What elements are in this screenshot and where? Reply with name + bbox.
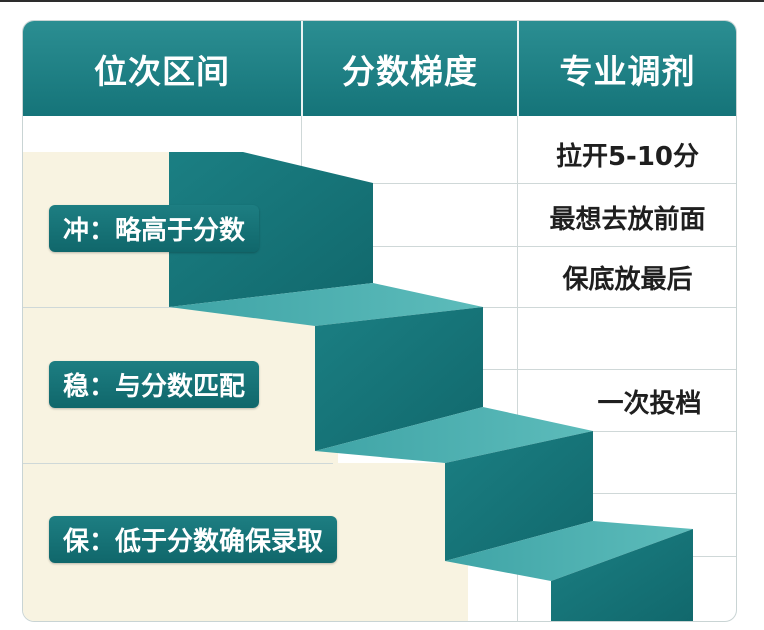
staircase-illustration [169, 152, 693, 621]
stair-step-1-tread [169, 283, 483, 326]
grid-line [593, 493, 736, 494]
top-rule [0, 0, 764, 2]
stair-step-3-front [445, 431, 593, 561]
tier-strategy-card: 位次区间 分数梯度 专业调剂 [22, 20, 737, 622]
header-major-adjustment: 专业调剂 [559, 51, 696, 91]
header-divider [517, 21, 519, 116]
header-divider [301, 21, 303, 116]
grid-line [373, 183, 736, 184]
grid-line [483, 307, 736, 308]
note-safety-last: 保底放最后 [562, 265, 693, 295]
stair-step-1-front [169, 152, 373, 307]
table-header: 位次区间 分数梯度 专业调剂 [23, 21, 736, 116]
grid-line [23, 463, 333, 464]
grid-line [373, 246, 736, 247]
stair-step-2-front [315, 307, 483, 451]
stair-step-4-front [551, 529, 693, 621]
grid-line [693, 556, 736, 557]
note-favorite-first: 最想去放前面 [549, 205, 706, 235]
grid-line [23, 307, 183, 308]
grid-line [517, 116, 518, 621]
note-score-spread: 拉开5-10分 [555, 142, 700, 172]
tier-label-chong: 冲：略高于分数 [49, 205, 260, 252]
header-score-gradient: 分数梯度 [342, 51, 478, 91]
stair-step-2-tread [315, 407, 593, 463]
grid-line [593, 431, 736, 432]
stair-step-3-tread [445, 521, 693, 581]
grid-line [483, 369, 736, 370]
tier-label-wen: 稳：与分数匹配 [49, 361, 260, 408]
tier-label-bao: 保：低于分数确保录取 [49, 516, 338, 563]
header-rank-range: 位次区间 [94, 51, 230, 91]
note-single-submission: 一次投档 [597, 389, 702, 419]
